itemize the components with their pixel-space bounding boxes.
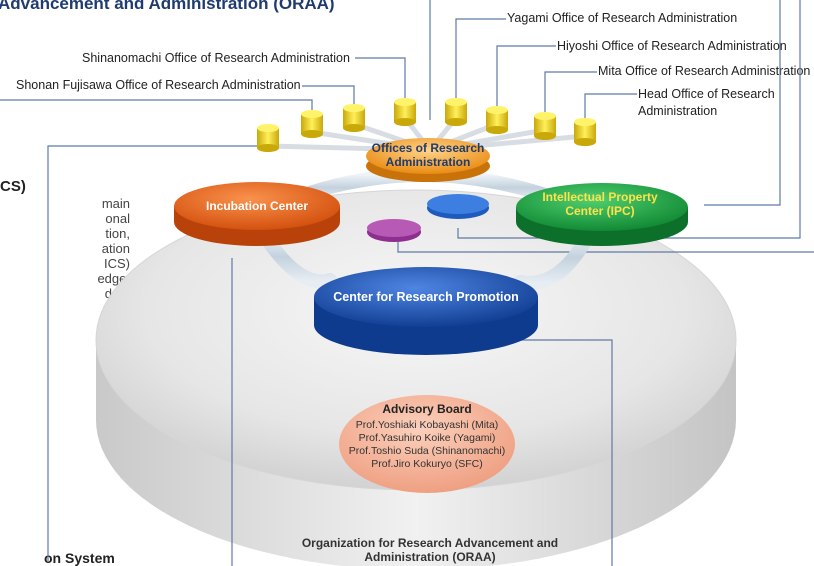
cylinder-1 (301, 110, 323, 138)
advisory-member: Prof.Yoshiaki Kobayashi (Mita) (356, 419, 499, 431)
advisory-member: Prof.Jiro Kokuryo (SFC) (371, 458, 482, 470)
advisory-board (339, 395, 515, 493)
left-panel-line: ICS) (104, 256, 130, 271)
cylinder-shonan-fujisawa (257, 124, 279, 152)
office-label-mita: Mita Office of Research Administration (598, 64, 811, 78)
crp-label: Center for Research Promotion (333, 290, 518, 304)
left-bottom-heading: on System (44, 550, 115, 566)
cylinder-head-office (574, 118, 596, 146)
cylinder-hiyoshi (486, 106, 508, 134)
diagram-title: Advancement and Administration (ORAA) (0, 0, 335, 13)
platform-label-line2: Administration (ORAA) (364, 550, 495, 564)
ipc-label-line1: Intellectual Property (542, 190, 658, 204)
office-label-shonan-fujisawa: Shonan Fujisawa Office of Research Admin… (16, 78, 301, 92)
node-small-blue (427, 194, 489, 219)
left-panel-line: main (101, 196, 130, 211)
office-label-head-line2: Administration (638, 104, 718, 118)
incubation-label: Incubation Center (206, 199, 308, 213)
office-label-hiyoshi: Hiyoshi Office of Research Administratio… (557, 39, 787, 53)
node-center-for-research-promotion (314, 267, 538, 355)
cylinder-shinanomachi (394, 98, 416, 126)
office-label-shinanomachi: Shinanomachi Office of Research Administ… (82, 51, 350, 65)
cylinder-yagami (445, 98, 467, 126)
platform-label-line1: Organization for Research Advancement an… (302, 536, 558, 550)
ipc-label-line2: Center (IPC) (565, 204, 634, 218)
advisory-member: Prof.Toshio Suda (Shinanomachi) (349, 445, 505, 457)
left-panel-heading: CS) (0, 178, 26, 195)
platform (95, 189, 737, 566)
cylinder-2 (343, 104, 365, 132)
cylinder-mita (534, 112, 556, 140)
node-small-purple (367, 219, 421, 242)
left-panel-line: onal (105, 211, 130, 226)
left-panel-line: tion, (105, 226, 130, 241)
hub-label-line1: Offices of Research (372, 141, 485, 155)
office-cylinders (257, 98, 596, 152)
hub-label-line2: Administration (386, 155, 471, 169)
advisory-title: Advisory Board (382, 402, 471, 416)
advisory-member: Prof.Yasuhiro Koike (Yagami) (359, 432, 496, 444)
office-label-yagami: Yagami Office of Research Administration (507, 11, 738, 25)
hub-offices-of-research-administration (366, 138, 490, 182)
left-panel-line: ation (101, 241, 130, 256)
office-label-head-line1: Head Office of Research (638, 87, 775, 101)
node-incubation-center (174, 182, 340, 246)
node-ipc (516, 183, 688, 246)
